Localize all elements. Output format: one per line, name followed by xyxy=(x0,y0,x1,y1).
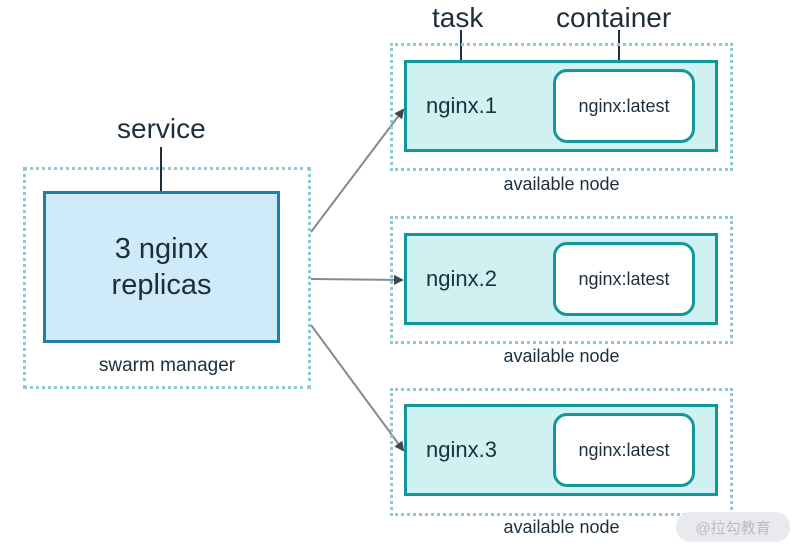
node-2-label: available node xyxy=(503,346,620,366)
arrow-to-node-3 xyxy=(310,324,405,452)
task-name-2: nginx.2 xyxy=(426,266,497,291)
task-name-1: nginx.1 xyxy=(426,93,497,118)
node-2-outline xyxy=(390,216,733,344)
task-name-3: nginx.3 xyxy=(426,437,497,462)
service-box: 3 nginx replicas xyxy=(43,191,280,343)
service-text-line2: replicas xyxy=(111,269,212,301)
watermark-text: @拉勾教育 xyxy=(695,519,771,537)
node-3-label: available node xyxy=(503,517,620,537)
container-image-3: nginx:latest xyxy=(578,439,670,460)
container-image-2: nginx:latest xyxy=(578,268,670,289)
node-3-outline xyxy=(390,388,733,516)
node-1-label: available node xyxy=(503,174,620,194)
service-callout: service xyxy=(117,113,206,144)
task-callout: task xyxy=(432,2,484,33)
swarm-manager-label: swarm manager xyxy=(98,355,236,376)
watermark: @拉勾教育 xyxy=(676,512,790,542)
node-1-outline xyxy=(390,43,733,171)
container-image-1: nginx:latest xyxy=(578,95,670,116)
service-text-line1: 3 nginx xyxy=(114,233,209,265)
swarm-manager-outline xyxy=(23,167,311,389)
container-box-2: nginx:latest xyxy=(553,242,695,316)
container-box-1: nginx:latest xyxy=(553,69,695,143)
container-callout: container xyxy=(556,2,672,33)
arrow-to-node-1 xyxy=(310,108,405,233)
container-box-3: nginx:latest xyxy=(553,413,695,487)
arrow-to-node-2 xyxy=(310,274,404,285)
